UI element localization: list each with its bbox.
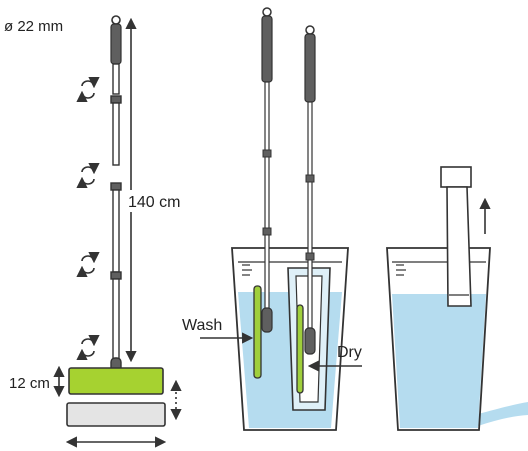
lifted-insert-top [440,166,472,188]
wash-label: Wash [182,317,222,334]
water-stream [478,402,528,426]
mop-pad-green [68,367,164,395]
mop-illustration: ø 22 mm [4,15,188,448]
dry-label: Dry [337,344,362,361]
wash-insert [253,285,262,379]
height-label: 12 cm [9,375,50,392]
pole-segments [110,63,122,387]
bucket-insert-lifted [386,166,528,431]
handle-knob [111,15,121,25]
mop-pad-grey [66,402,166,427]
rotate-arrows-icon [76,163,100,188]
rotate-arrows-icon [76,252,100,277]
diameter-label: ø 22 mm [4,18,63,35]
rotate-arrows-icon [76,77,100,102]
dry-insert [296,304,304,394]
wash-mop-head [261,307,273,333]
dry-mop-head [304,327,316,355]
water-right [392,294,486,428]
length-label: 140 cm [128,194,180,211]
handle-grip [110,23,122,65]
lifted-insert [446,186,472,307]
rotate-arrows-icon [76,335,100,360]
bucket-wash-dry: Wash Dry [182,7,362,431]
